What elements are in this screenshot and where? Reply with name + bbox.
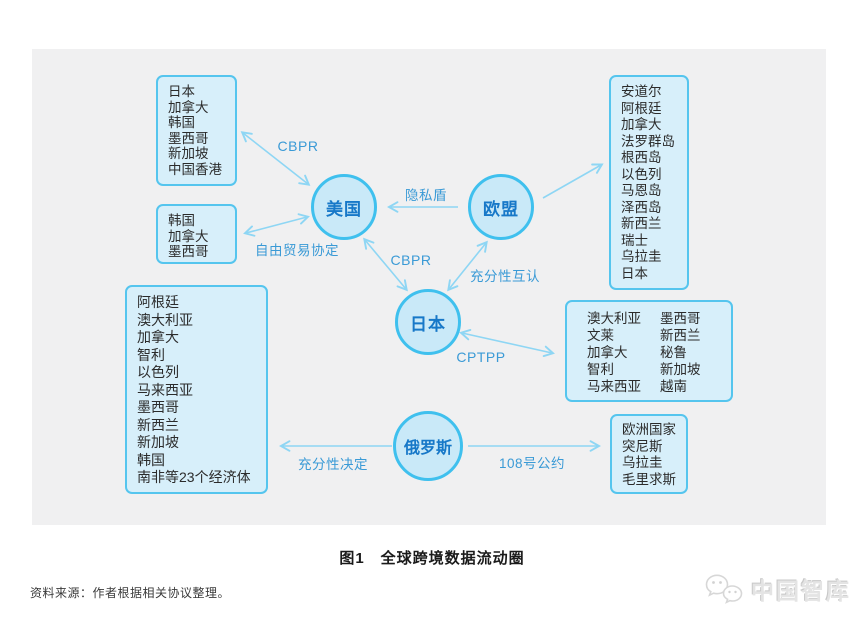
edge-usa-japan	[363, 237, 408, 292]
watermark-brand-text: 中国智库	[751, 578, 851, 604]
edge-label-cbpr-top: CBPR	[277, 138, 319, 154]
edge-label-cbpr-mid: CBPR	[390, 252, 432, 268]
node-japan: 日本	[395, 289, 461, 355]
edge-label-adequacy-mutual: 充分性互认	[470, 269, 540, 284]
edge-label-free-trade-agreement: 自由贸易协定	[255, 243, 339, 258]
watermark-logo: 中国智库	[703, 572, 851, 606]
edge-label-privacy-shield: 隐私盾	[405, 188, 447, 203]
figure-number: 图1	[339, 550, 365, 567]
edge-eu-japan	[447, 240, 488, 292]
cptpp-column-1: 澳大利亚 文莱 加拿大 智利 马来西亚	[587, 311, 641, 394]
edge-label-adequacy-decision: 充分性决定	[298, 457, 368, 472]
edge-label-convention-108: 108号公约	[498, 456, 566, 471]
edge-eu-adqbox	[542, 163, 604, 199]
wechat-icon	[705, 574, 743, 604]
edge-label-cptpp: CPTPP	[456, 349, 506, 365]
country-box-eu-adequacy: 安道尔 阿根廷 加拿大 法罗群岛 根西岛 以色列 马恩岛 泽西岛 新西兰 瑞士 …	[609, 75, 689, 290]
node-usa: 美国	[311, 174, 377, 240]
cptpp-column-2: 墨西哥 新西兰 秘鲁 新加坡 越南	[660, 311, 701, 394]
source-note: 资料来源：作者根据相关协议整理。	[30, 586, 231, 600]
figure-panel: 日本 加拿大 韩国 墨西哥 新加坡 中国香港 韩国 加拿大 墨西哥 安道尔 阿根…	[32, 49, 826, 525]
edge-uscbpr-usa	[240, 131, 311, 186]
country-box-us-cbpr: 日本 加拿大 韩国 墨西哥 新加坡 中国香港	[156, 75, 237, 186]
country-box-russia-108: 欧洲国家 突尼斯 乌拉圭 毛里求斯	[610, 414, 688, 494]
country-box-eu-adequacy-partners: 阿根廷 澳大利亚 加拿大 智利 以色列 马来西亚 墨西哥 新西兰 新加坡 韩国 …	[125, 285, 268, 494]
edge-usfta-usa	[243, 213, 310, 237]
node-russia: 俄罗斯	[393, 411, 463, 481]
figure-title: 全球跨境数据流动圈	[380, 550, 525, 567]
figure-caption: 图1 全球跨境数据流动圈	[0, 547, 864, 568]
edge-japan-cptpp	[459, 328, 555, 358]
node-eu: 欧盟	[468, 174, 534, 240]
country-box-jp-cptpp: 澳大利亚 文莱 加拿大 智利 马来西亚 墨西哥 新西兰 秘鲁 新加坡 越南	[565, 300, 733, 402]
arrows-layer	[240, 131, 604, 452]
country-box-us-fta: 韩国 加拿大 墨西哥	[156, 204, 237, 264]
